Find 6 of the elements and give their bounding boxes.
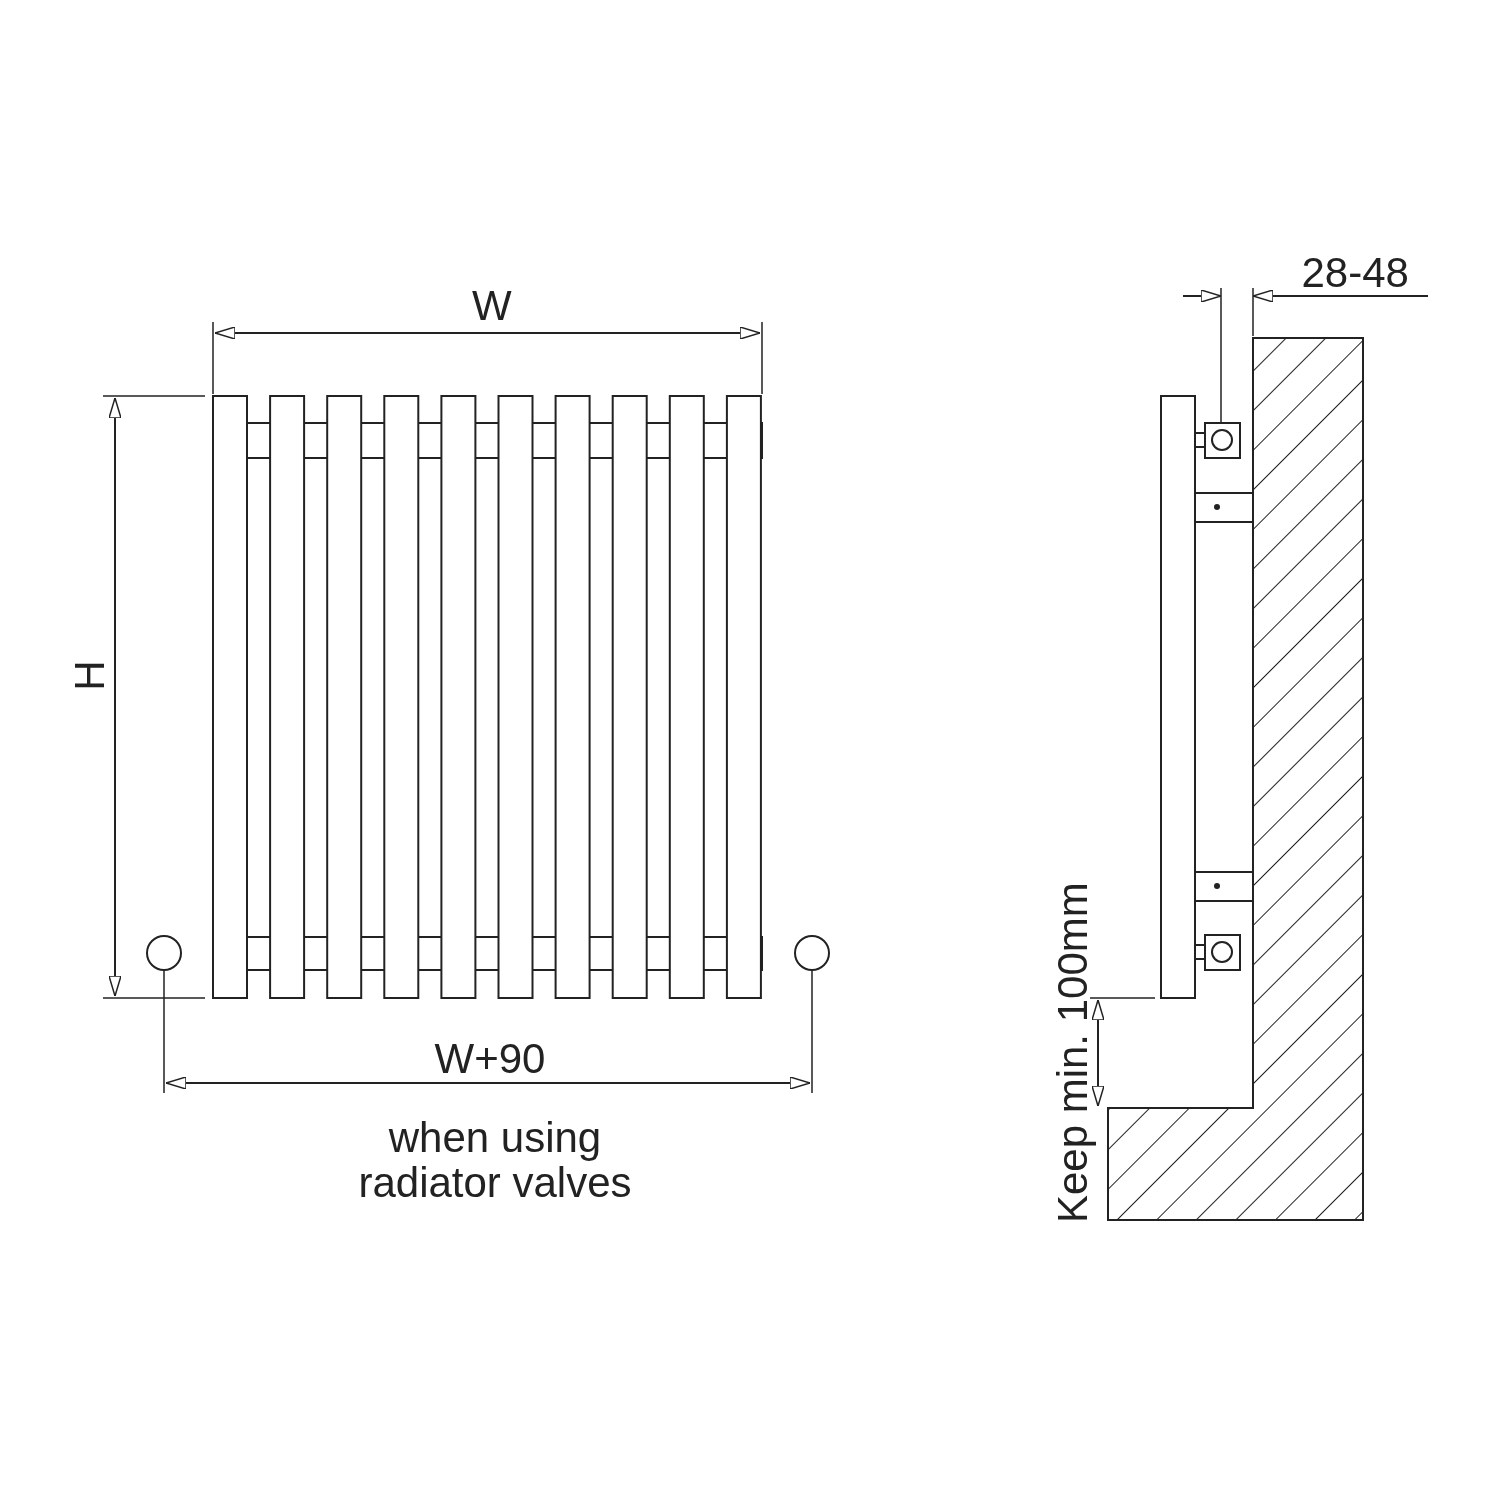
note-text: when using radiator valves	[357, 1114, 633, 1206]
dimension-label: W	[472, 282, 512, 328]
dimension-label: 28-48	[1301, 249, 1409, 295]
dimension-label: H	[67, 660, 113, 691]
dimension-label: Keep min. 100mm	[1049, 881, 1095, 1223]
dimension-label: W+90	[434, 1035, 546, 1081]
